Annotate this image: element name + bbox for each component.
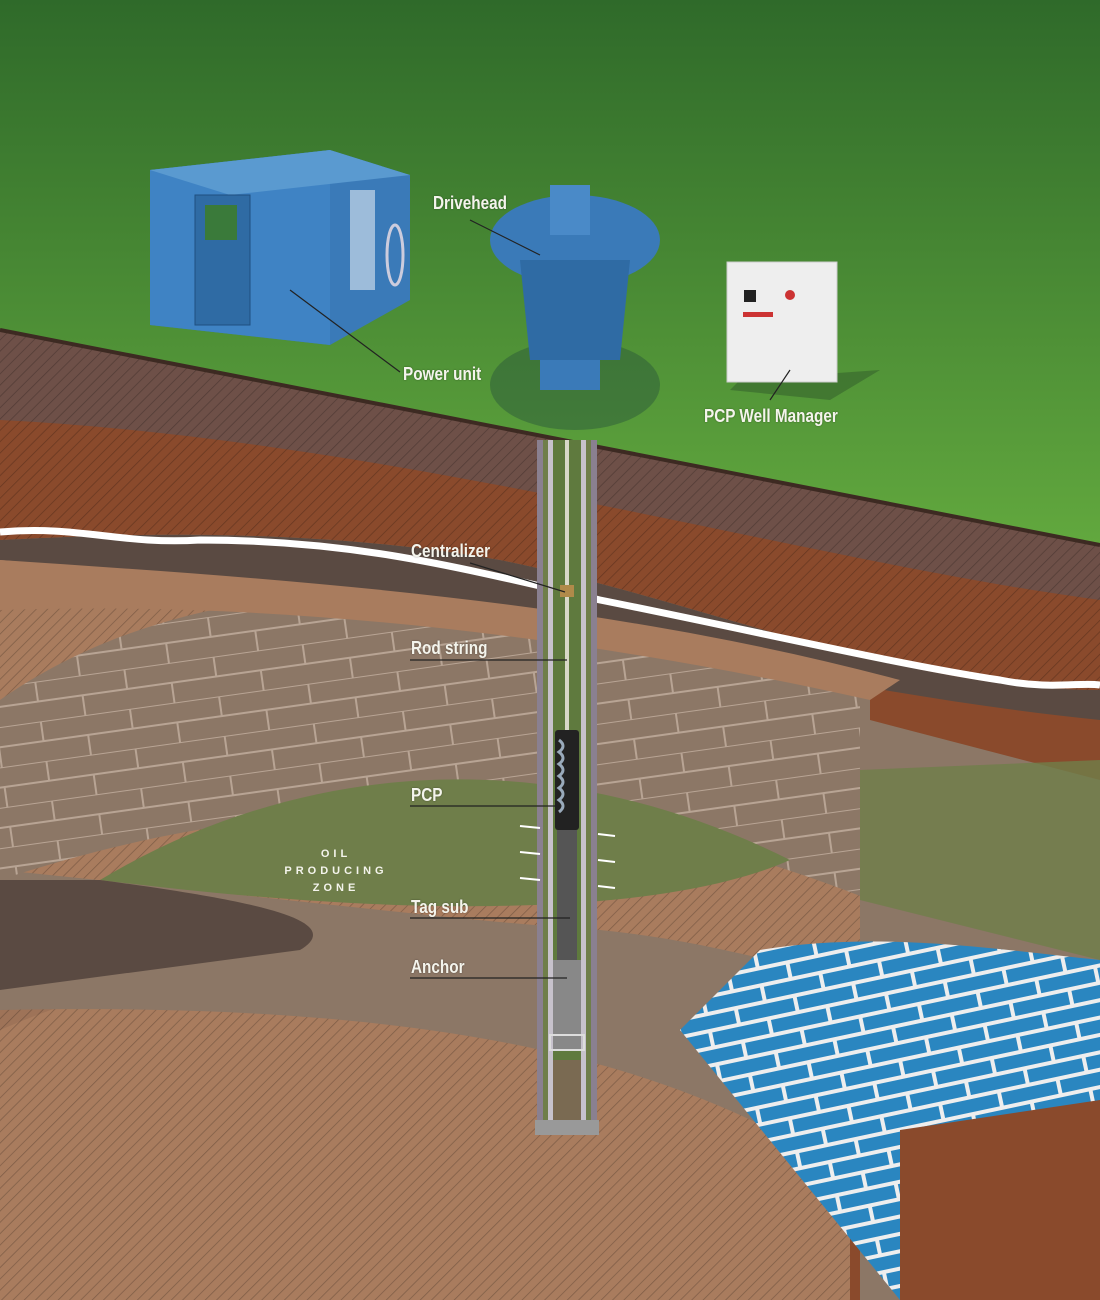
zone-line-2: PRODUCING xyxy=(284,865,388,877)
pcp-label: PCP xyxy=(411,785,443,805)
anchor xyxy=(553,960,581,1050)
oil-producing-zone-label: OIL PRODUCING ZONE xyxy=(280,846,392,897)
zone-line-3: ZONE xyxy=(312,882,360,894)
zone-line-1: OIL xyxy=(320,848,352,860)
centralizer xyxy=(560,585,574,597)
wellbore xyxy=(519,440,616,1135)
oil-producing-zone xyxy=(100,779,790,907)
drivehead xyxy=(490,185,660,430)
power-unit xyxy=(150,150,410,345)
well-manager-label: PCP Well Manager xyxy=(704,406,838,426)
tag-sub-label: Tag sub xyxy=(411,897,469,917)
anchor-label: Anchor xyxy=(411,957,465,977)
pcp-well-manager-panel xyxy=(726,261,880,400)
flow-arrows xyxy=(519,825,616,889)
power-unit-label: Power unit xyxy=(403,364,482,384)
leader-lines xyxy=(289,219,791,979)
centralizer-label: Centralizer xyxy=(411,541,491,561)
drivehead-label: Drivehead xyxy=(433,193,507,213)
rod-string-label: Rod string xyxy=(411,638,488,658)
pcp-pump xyxy=(555,730,579,830)
